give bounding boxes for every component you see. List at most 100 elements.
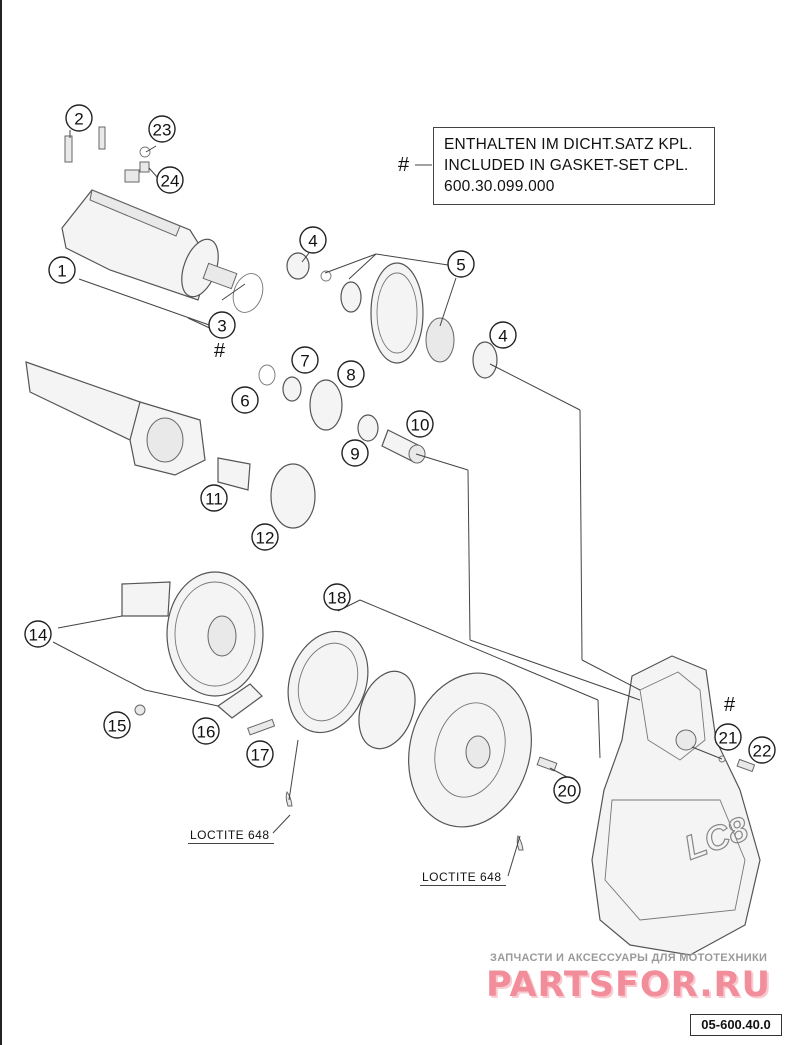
washer-23 — [139, 146, 151, 158]
circlip — [320, 270, 332, 282]
note-line-en: INCLUDED IN GASKET-SET CPL. — [444, 157, 689, 174]
leader-lines — [52, 130, 723, 877]
callout-circle — [192, 717, 220, 745]
callout-22[interactable]: 22 — [748, 736, 776, 764]
callout-12[interactable]: 12 — [251, 523, 279, 551]
callout-number: 14 — [29, 626, 48, 645]
callout-circle — [251, 523, 279, 551]
gear-5 — [370, 262, 424, 364]
lever-16 — [217, 683, 263, 719]
callout-number: 21 — [719, 729, 738, 748]
screw-2b — [98, 126, 106, 150]
callout-circle — [714, 723, 742, 751]
callout-number: 22 — [753, 742, 772, 761]
callout-21[interactable]: 21 — [714, 723, 742, 751]
note-line-de: ENTHALTEN IM DICHT.SATZ KPL. — [444, 136, 693, 153]
bearing-4-right — [472, 341, 498, 379]
callout-23[interactable]: 23 — [148, 115, 176, 143]
callout-9[interactable]: 9 — [341, 439, 369, 467]
freewheel-ring — [358, 670, 416, 750]
gear-8 — [309, 379, 343, 431]
callout-4[interactable]: 4 — [489, 321, 517, 349]
washer-5 — [340, 281, 362, 313]
washer-21 — [718, 755, 726, 763]
starter-motor — [61, 169, 264, 313]
callout-1[interactable]: 1 — [48, 256, 76, 284]
callout-number: 16 — [197, 723, 216, 742]
crankshaft — [25, 361, 206, 476]
callout-circle — [246, 740, 274, 768]
page-border — [0, 0, 2, 1045]
callout-number: 6 — [240, 392, 249, 411]
callout-5[interactable]: 5 — [447, 250, 475, 278]
note-hash-symbol: # — [398, 154, 410, 176]
gasket-set-note: ENTHALTEN IM DICHT.SATZ KPL. INCLUDED IN… — [433, 127, 715, 205]
callout-number: 24 — [161, 172, 180, 191]
gear-12 — [270, 463, 316, 529]
callout-7[interactable]: 7 — [291, 346, 319, 374]
callout-2[interactable]: 2 — [65, 104, 93, 132]
needle-bearing-14 — [121, 581, 171, 617]
callout-circle — [291, 346, 319, 374]
callout-16[interactable]: 16 — [192, 717, 220, 745]
washer-7 — [282, 376, 302, 402]
callout-20[interactable]: 20 — [553, 776, 581, 804]
bolt-20 — [536, 756, 558, 772]
callout-number: 4 — [498, 327, 507, 346]
callout-10[interactable]: 10 — [406, 410, 434, 438]
callout-number: 17 — [251, 746, 270, 765]
screw-2 — [64, 135, 73, 163]
callout-circle — [231, 386, 259, 414]
callout-circle — [337, 360, 365, 388]
callout-8[interactable]: 8 — [337, 360, 365, 388]
callout-number: 3 — [217, 317, 226, 336]
callout-number: 2 — [74, 110, 83, 129]
o-ring-24 — [139, 161, 150, 173]
ignition-cover — [591, 655, 761, 956]
callout-number: 23 — [153, 121, 172, 140]
callout-6[interactable]: 6 — [231, 386, 259, 414]
callout-circle — [156, 166, 184, 194]
callout-number: 4 — [308, 232, 317, 251]
callout-24[interactable]: 24 — [156, 166, 184, 194]
watermark-tagline: ЗАПЧАСТИ И АКСЕССУАРЫ ДЛЯ МОТОТЕХНИКИ — [490, 952, 768, 964]
screw-22 — [736, 758, 756, 773]
callout-circle — [208, 311, 236, 339]
callout-circle — [148, 115, 176, 143]
callout-4[interactable]: 4 — [299, 226, 327, 254]
note-line-partno: 600.30.099.000 — [444, 178, 555, 195]
callout-circle — [103, 711, 131, 739]
loctite-label-left: LOCTITE 648 — [188, 828, 274, 844]
callout-18[interactable]: 18 — [323, 583, 351, 611]
pinion — [425, 317, 455, 363]
callout-circle — [299, 226, 327, 254]
figure-code: 05-600.40.0 — [690, 1014, 782, 1036]
callout-circle — [553, 776, 581, 804]
callout-circle — [48, 256, 76, 284]
callout-number: 7 — [300, 352, 309, 371]
callout-number: 12 — [256, 529, 275, 548]
callout-number: 11 — [205, 490, 223, 509]
needle-bearing-11 — [217, 457, 251, 491]
callout-circle — [323, 583, 351, 611]
callout-circle — [341, 439, 369, 467]
callout-3[interactable]: 3 — [208, 311, 236, 339]
callout-circle — [65, 104, 93, 132]
circlip-6 — [258, 364, 276, 386]
hash-mark-21: # — [724, 694, 736, 716]
watermark-logo: PARTSFOR.RU — [486, 965, 771, 1005]
callout-17[interactable]: 17 — [246, 740, 274, 768]
callout-number: 8 — [346, 366, 355, 385]
freewheel-housing — [287, 630, 369, 734]
callout-circle — [489, 321, 517, 349]
callout-15[interactable]: 15 — [103, 711, 131, 739]
callout-circle — [748, 736, 776, 764]
loctite-label-right: LOCTITE 648 — [420, 870, 506, 886]
callout-14[interactable]: 14 — [24, 620, 52, 648]
screw-17 — [247, 718, 276, 736]
callout-11[interactable]: 11 — [200, 484, 228, 512]
callout-circle — [406, 410, 434, 438]
